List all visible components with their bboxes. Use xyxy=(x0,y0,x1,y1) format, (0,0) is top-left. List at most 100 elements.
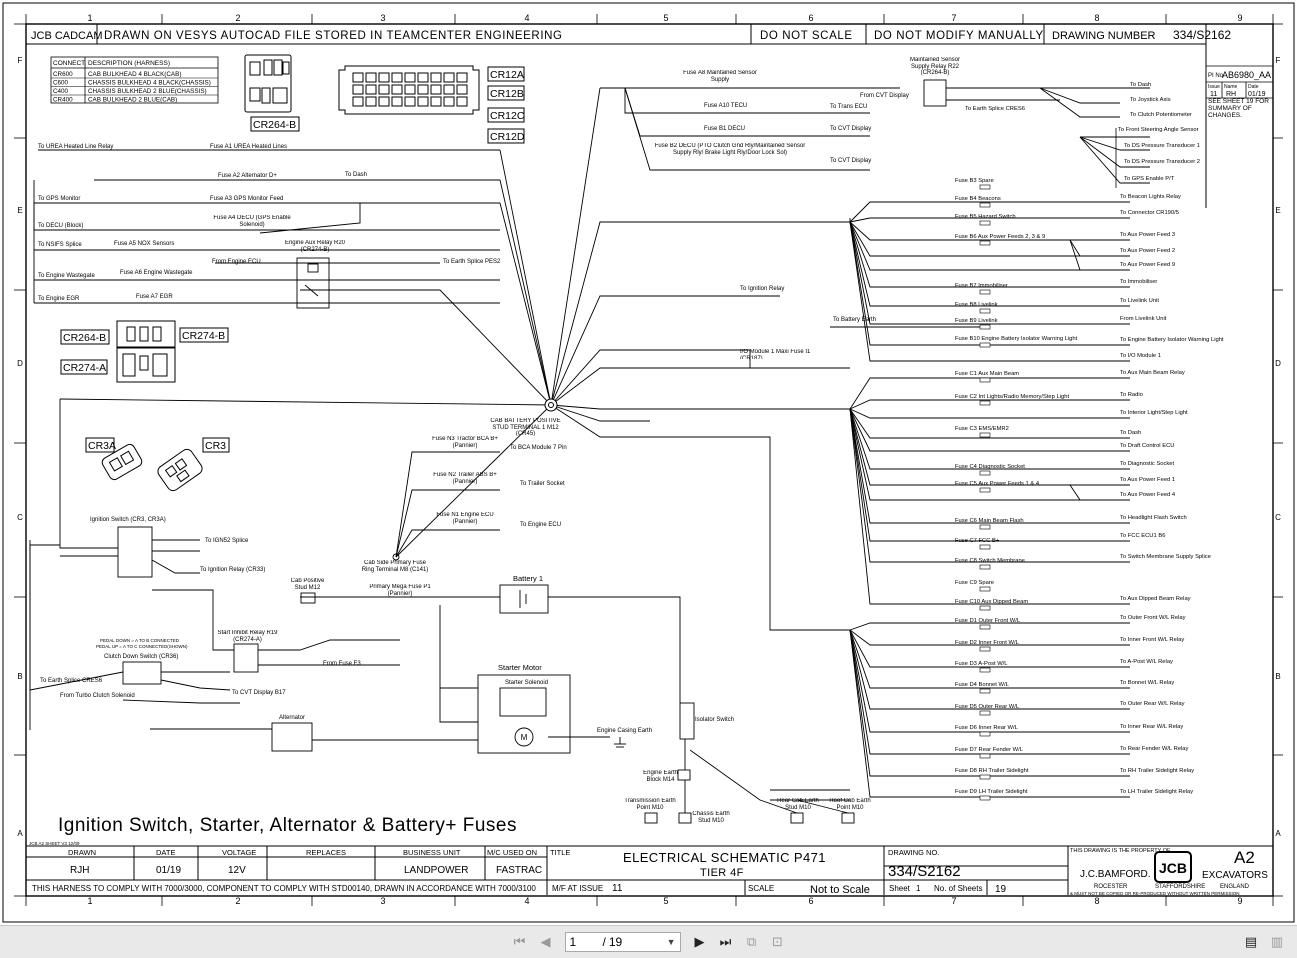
right-fuse-label: Fuse D5 Outer Rear W/L xyxy=(955,704,1020,710)
right-destination: To I/O Module 1 xyxy=(1120,353,1161,359)
first-page-button[interactable]: ⏮ xyxy=(513,934,526,950)
right-fuse-label: Fuse D2 Inner Front W/L xyxy=(955,640,1020,646)
connector-label-cr274a: CR274-A xyxy=(63,362,106,374)
far-right-destination: To DS Pressure Transducer 2 xyxy=(1124,159,1200,165)
grid-col-top-8: 8 xyxy=(1094,13,1099,23)
fuse-a6: Fuse A6 Engine Wastegate xyxy=(120,270,193,276)
rev-date-value: 01/19 xyxy=(1248,91,1266,98)
right-destination: To Aux Dipped Beam Relay xyxy=(1120,596,1191,602)
right-destination: To A-Post W/L Relay xyxy=(1120,659,1173,665)
right-fuse-label: Fuse D6 Inner Rear W/L xyxy=(955,725,1019,731)
two-page-view-icon[interactable]: ▥ xyxy=(1270,934,1284,950)
connector-label-cr3: CR3 xyxy=(205,440,226,452)
dest-dash-left: To Dash xyxy=(345,172,367,178)
alternator xyxy=(271,722,313,752)
dest-cvt-2: To CVT Display xyxy=(830,158,871,164)
fuse-a7: Fuse A7 EGR xyxy=(136,294,173,300)
dest-urea-relay: To UREA Heated Line Relay xyxy=(38,144,113,150)
fuse-a5: Fuse A5 NOX Sensors xyxy=(114,241,174,247)
right-fuse-label: Fuse D8 RH Trailer Sidelight xyxy=(955,768,1029,774)
right-destination: To Radio xyxy=(1120,392,1143,398)
header-strip xyxy=(26,24,1207,208)
to-earth-splice-cres6: To Earth Splice CRES6 xyxy=(40,678,103,684)
from-turbo-clutch: From Turbo Clutch Solenoid xyxy=(60,693,135,699)
jcb-logo-text: JCB xyxy=(1159,860,1187,876)
drawing-border xyxy=(25,23,1274,897)
rev-date-label: Date xyxy=(1248,84,1259,90)
right-fuse-label: Fuse C5 Aux Power Feeds 1 & 4 xyxy=(955,481,1040,487)
voltage-label: VOLTAGE xyxy=(222,848,256,857)
do-not-modify-note: DO NOT MODIFY MANUALLY xyxy=(874,30,1044,42)
drawn-label: DRAWN xyxy=(68,848,96,857)
fit-page-icon[interactable]: ⊡ xyxy=(772,934,783,950)
previous-page-button[interactable]: ◀ xyxy=(540,934,551,950)
battery-label: Battery 1 xyxy=(513,574,543,583)
right-fuse-label: Fuse B7 Immobiliser xyxy=(955,283,1008,289)
fuse-a3: Fuse A3 GPS Monitor Feed xyxy=(210,196,283,202)
right-fuse-label: Fuse B10 Engine Battery Isolator Warning… xyxy=(955,336,1078,342)
alternator-label: Alternator xyxy=(279,715,305,721)
to-trailer-socket: To Trailer Socket xyxy=(520,481,565,487)
drawn-on-note: DRAWN ON VESYS AUTOCAD FILE STORED IN TE… xyxy=(104,30,563,42)
motor-symbol xyxy=(514,727,534,747)
sheet-title: Ignition Switch, Starter, Alternator & B… xyxy=(58,815,517,836)
grid-col-bottom-8: 8 xyxy=(1094,896,1099,906)
grid-row-left-D: D xyxy=(17,359,23,368)
right-destination: To Diagnostic Socket xyxy=(1120,461,1175,467)
location-1: ROCESTER xyxy=(1094,884,1128,890)
fuse-n3: Fuse N3 Tractor BCA B+ (Pannier) xyxy=(432,436,498,449)
total-pages: 19 xyxy=(608,935,623,949)
cab-battery-label: CAB BATTERY POSITIVE STUD TERMINAL 1 M12… xyxy=(490,418,561,436)
to-ignition-relay-cr33: To Ignition Relay (CR33) xyxy=(200,567,265,573)
grid-col-bottom-6: 6 xyxy=(808,896,813,906)
grid-col-bottom-4: 4 xyxy=(524,896,529,906)
ignition-switch-label: Ignition Switch (CR3, CR3A) xyxy=(90,517,166,523)
grid-col-bottom-7: 7 xyxy=(951,896,956,906)
far-right-destination: To Earth Splice CRES6 xyxy=(965,106,1025,112)
fuse-a10: Fuse A10 TECU xyxy=(704,103,747,109)
grid-col-top-6: 6 xyxy=(808,13,813,23)
engine-casing-earth: Engine Casing Earth xyxy=(597,728,652,734)
grid-col-top-9: 9 xyxy=(1237,13,1242,23)
copy-icon[interactable]: ⧉ xyxy=(746,934,757,950)
paper-size: A2 xyxy=(1234,848,1255,867)
right-fuse-label: Fuse D1 Outer Front W/L xyxy=(955,618,1021,624)
right-fuse-label: Fuse D7 Rear Fender W/L xyxy=(955,747,1024,753)
grid-row-left-C: C xyxy=(17,513,23,522)
isolator-switch-label: Isolator Switch xyxy=(695,717,734,723)
from-fuse-f3: From Fuse F3 xyxy=(323,661,361,667)
drawing-no-value: 334/S2162 xyxy=(888,863,961,880)
connector-label-cr12d: CR12D xyxy=(490,131,525,143)
grid-col-top-3: 3 xyxy=(380,13,385,23)
last-page-button[interactable]: ⏭ xyxy=(719,934,732,950)
dest-gps-monitor: To GPS Monitor xyxy=(38,196,80,202)
grid-col-top-7: 7 xyxy=(951,13,956,23)
pedal-note-down: PEDAL DOWN = A TO B CONNECTED xyxy=(100,638,180,643)
dest-wastegate: To Engine Wastegate xyxy=(38,273,95,279)
connector-row-desc: CAB BULKHEAD 2 BLUE(CAB) xyxy=(88,97,177,104)
issue-value: 11 xyxy=(1210,91,1217,98)
connector-label-cr274b: CR274-B xyxy=(182,330,225,342)
single-page-view-icon[interactable]: ▤ xyxy=(1244,934,1258,950)
roof-cab-earth-label: Roof Cab Earth Point M10 xyxy=(829,798,871,811)
from-cvt-display: From CVT Display xyxy=(860,93,909,99)
cad-label: JCB CADCAM xyxy=(31,30,103,42)
page-selector[interactable]: 1 / 19 ▼ xyxy=(564,932,681,952)
mc-used-label: M/C USED ON xyxy=(487,848,537,857)
drawn-value: RJH xyxy=(70,865,89,876)
date-label: DATE xyxy=(156,848,175,857)
right-fuse-label: Fuse C3 EMS/EMR2 xyxy=(955,426,1009,432)
business-unit-label: BUSINESS UNIT xyxy=(403,848,461,857)
starter-motor-label: Starter Motor xyxy=(498,663,542,672)
starter-motor xyxy=(477,674,571,754)
far-right-destination: To Clutch Potentiometer xyxy=(1130,112,1192,118)
to-ignition-relay: To Ignition Relay xyxy=(740,286,784,292)
relay-r22-label: Maintained Sensor Supply Relay R22 (CR26… xyxy=(909,57,961,76)
connector-label-cr264b: CR264-B xyxy=(253,119,296,131)
page-separator: / xyxy=(602,935,606,949)
fuse-a8: Fuse A8 Maintained Sensor Supply xyxy=(683,70,757,83)
next-page-button[interactable]: ▶ xyxy=(694,934,705,950)
right-fuse-label: Fuse B8 Livelink xyxy=(955,302,998,308)
title-sub: TIER 4F xyxy=(700,867,744,879)
